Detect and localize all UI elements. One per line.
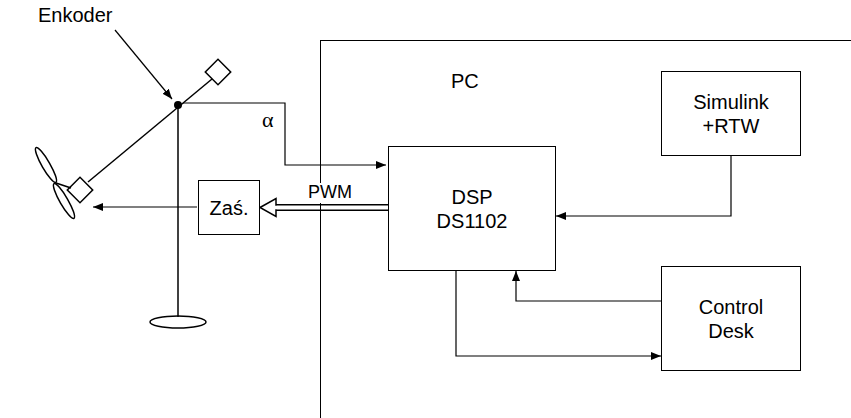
power-wire xyxy=(93,206,197,207)
box-label: Control Desk xyxy=(681,295,781,343)
bus-outline xyxy=(276,204,388,211)
pole xyxy=(177,105,179,317)
pivot xyxy=(174,101,182,109)
connector xyxy=(516,271,661,301)
motor xyxy=(67,177,92,202)
signal-name: α xyxy=(262,108,274,132)
connector-line xyxy=(456,271,661,356)
connector-line xyxy=(556,156,731,216)
propeller-blade xyxy=(51,182,78,221)
connector-line xyxy=(516,271,661,301)
box-label: Simulink +RTW xyxy=(681,90,781,138)
part-name: Enkoder xyxy=(38,4,113,26)
pc-region: PC DSP DS1102 Simulink +RTW Control Desk xyxy=(320,40,851,418)
signal-name: PWM xyxy=(306,183,354,203)
bus-join xyxy=(275,206,277,210)
box-label: DSP DS1102 xyxy=(422,185,522,233)
propeller-blade xyxy=(33,146,60,185)
connector xyxy=(456,271,661,356)
leader-line xyxy=(115,30,172,99)
signal-wire xyxy=(183,103,386,165)
base xyxy=(150,316,206,328)
connector xyxy=(556,156,731,216)
region-title: PC xyxy=(451,69,479,93)
arm xyxy=(88,79,212,182)
driver-box: Zaś. xyxy=(198,180,260,235)
software-box: Simulink +RTW xyxy=(661,71,801,156)
box-label: Zaś. xyxy=(210,196,249,220)
counterweight xyxy=(205,59,230,84)
dsp-box: DSP DS1102 xyxy=(388,146,556,271)
hollow-arrowhead xyxy=(260,199,276,217)
software-box: Control Desk xyxy=(661,266,801,371)
bus-fill xyxy=(276,206,388,210)
